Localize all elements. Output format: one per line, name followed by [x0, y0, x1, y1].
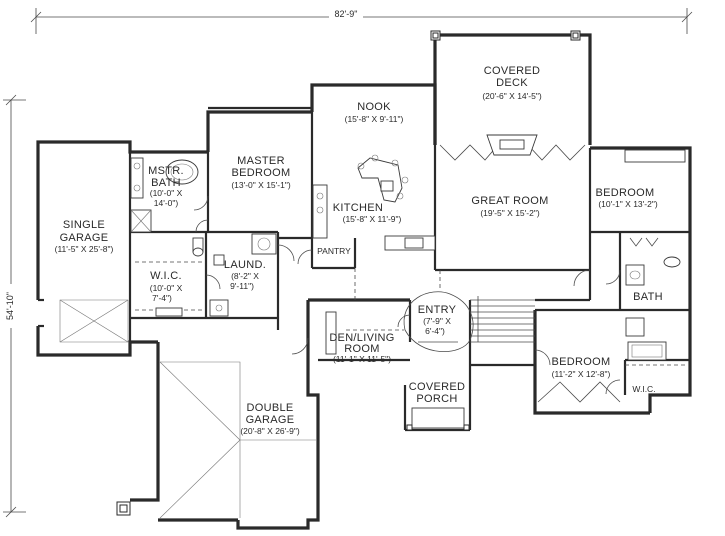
- master-bath-label: MSTR. BATH (10'-0" X 14'-0"): [148, 165, 184, 208]
- covered-porch-name-2: PORCH: [416, 393, 457, 405]
- single-garage-label: SINGLE GARAGE (11'-5" X 25'-8"): [55, 219, 114, 254]
- master-bedroom-label: MASTER BEDROOM (13'-0" X 15'-1"): [231, 155, 291, 190]
- great-room-name: GREAT ROOM: [471, 195, 548, 207]
- covered-deck-name-2: DECK: [496, 77, 528, 89]
- bedroom-3-name: BEDROOM: [552, 356, 611, 368]
- bedroom-3-label: BEDROOM (11'-2" X 12'-8"): [552, 356, 611, 379]
- bedroom-3-size: (11'-2" X 12'-8"): [552, 369, 611, 379]
- master-bath-fixtures: [130, 157, 204, 257]
- nook-size: (15'-8" X 9'-11"): [345, 114, 404, 124]
- den-label: DEN/LIVING ROOM (11'-1" X 11'-5"): [329, 332, 394, 364]
- laundry-label: LAUND. (8'-2" X 9'-11"): [224, 259, 266, 291]
- master-bedroom-name-2: BEDROOM: [232, 167, 291, 179]
- master-bath-name-1: MSTR.: [148, 165, 184, 177]
- width-dimension: 82'-9": [30, 7, 693, 34]
- bedroom-2-name: BEDROOM: [596, 187, 655, 199]
- kitchen-counters: [312, 184, 436, 251]
- kitchen-size: (15'-8" X 11'-9"): [343, 214, 402, 224]
- laundry-name: LAUND.: [224, 259, 266, 271]
- entry-size-2: 6'-4"): [425, 326, 445, 336]
- entry-size-1: (7'-9" X: [423, 316, 451, 326]
- covered-porch-label: COVERED PORCH: [409, 381, 466, 405]
- interior-walls: [38, 112, 690, 432]
- den-built-ins: [325, 311, 404, 355]
- great-room-size: (19'-5" X 15'-2"): [480, 208, 540, 218]
- wic-master-name: W.I.C.: [150, 270, 182, 282]
- covered-deck-fireplace: [439, 134, 586, 161]
- master-bath-size-2: 14'-0"): [154, 198, 179, 208]
- entry-label: ENTRY (7'-9" X 6'-4"): [418, 304, 457, 336]
- door-swings: [193, 195, 621, 395]
- depth-dimension: 54'-10": [3, 94, 26, 518]
- garage-roof-lines: [59, 299, 316, 519]
- exterior-walls: [36, 33, 692, 530]
- double-garage-size: (20'-8" X 26'-9"): [240, 426, 300, 436]
- pantry-name: PANTRY: [317, 246, 351, 256]
- master-bedroom-name-1: MASTER: [237, 155, 285, 167]
- kitchen-island: [357, 154, 409, 203]
- porch-details: [406, 407, 470, 431]
- bath-fixtures: [625, 237, 681, 361]
- laundry-fixtures: [209, 233, 277, 317]
- bath-name: BATH: [633, 291, 663, 303]
- den-name-1: DEN/LIVING: [329, 332, 394, 344]
- double-garage-name-1: DOUBLE: [246, 402, 293, 414]
- master-bath-size-1: (10'-0" X: [150, 188, 183, 198]
- closet-shelving: [135, 261, 202, 317]
- wic-bedroom-label: W.I.C.: [632, 384, 655, 394]
- bedroom-2-size: (10'-1" X 13'-2"): [598, 199, 658, 209]
- laundry-size-1: (8'-2" X: [231, 271, 259, 281]
- single-garage-name-2: GARAGE: [60, 232, 109, 244]
- nook-name: NOOK: [357, 101, 391, 113]
- stairs: [470, 296, 535, 343]
- covered-porch-name-1: COVERED: [409, 381, 466, 393]
- covered-deck-name-1: COVERED: [484, 65, 541, 77]
- kitchen-label: KITCHEN (15'-8" X 11'-9"): [333, 202, 402, 224]
- den-size: (11'-1" X 11'-5"): [333, 354, 391, 364]
- great-room-label: GREAT ROOM (19'-5" X 15'-2"): [471, 195, 548, 218]
- kitchen-name: KITCHEN: [333, 202, 383, 214]
- deck-posts: [116, 30, 581, 516]
- wic-master-size-1: (10'-0" X: [150, 283, 183, 293]
- double-garage-label: DOUBLE GARAGE (20'-8" X 26'-9"): [240, 402, 300, 436]
- entry-name: ENTRY: [418, 304, 457, 316]
- single-garage-name-1: SINGLE: [63, 219, 105, 231]
- width-dimension-label: 82'-9": [335, 9, 358, 19]
- entry-vestibule: [403, 291, 474, 352]
- single-garage-size: (11'-5" X 25'-8"): [55, 244, 114, 254]
- depth-dimension-label: 54'-10": [5, 292, 15, 320]
- wic-bedroom-name: W.I.C.: [632, 384, 655, 394]
- nook-label: NOOK (15'-8" X 9'-11"): [345, 101, 404, 124]
- master-bedroom-size: (13'-0" X 15'-1"): [231, 180, 291, 190]
- covered-deck-label: COVERED DECK (20'-6" X 14'-5"): [482, 65, 542, 101]
- bath-label: BATH: [633, 291, 663, 303]
- bedroom-closets: [537, 149, 686, 403]
- pantry-label: PANTRY: [317, 246, 351, 256]
- double-garage-name-2: GARAGE: [246, 414, 295, 426]
- master-bath-name-2: BATH: [151, 177, 181, 189]
- den-name-2: ROOM: [344, 343, 379, 355]
- bedroom-2-label: BEDROOM (10'-1" X 13'-2"): [596, 187, 658, 209]
- wic-master-label: W.I.C. (10'-0" X 7'-4"): [150, 270, 183, 303]
- covered-deck-size: (20'-6" X 14'-5"): [482, 91, 542, 101]
- wic-master-size-2: 7'-4"): [152, 293, 172, 303]
- laundry-size-2: 9'-11"): [230, 281, 254, 291]
